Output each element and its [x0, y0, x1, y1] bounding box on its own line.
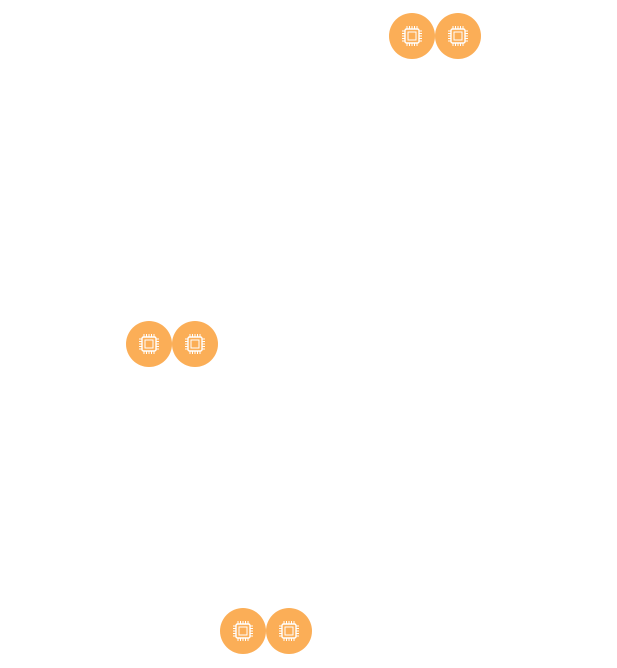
chip-node[interactable]: [172, 321, 218, 367]
chip-node[interactable]: [266, 608, 312, 654]
node-group-2: [126, 321, 218, 367]
chip-node[interactable]: [389, 13, 435, 59]
cpu-chip-icon: [279, 621, 299, 641]
cpu-chip-icon: [185, 334, 205, 354]
cpu-chip-icon: [139, 334, 159, 354]
node-group-1: [389, 13, 481, 59]
cpu-chip-icon: [402, 26, 422, 46]
chip-node[interactable]: [220, 608, 266, 654]
cpu-chip-icon: [448, 26, 468, 46]
node-group-3: [220, 608, 312, 654]
chip-node[interactable]: [435, 13, 481, 59]
cpu-chip-icon: [233, 621, 253, 641]
chip-node[interactable]: [126, 321, 172, 367]
